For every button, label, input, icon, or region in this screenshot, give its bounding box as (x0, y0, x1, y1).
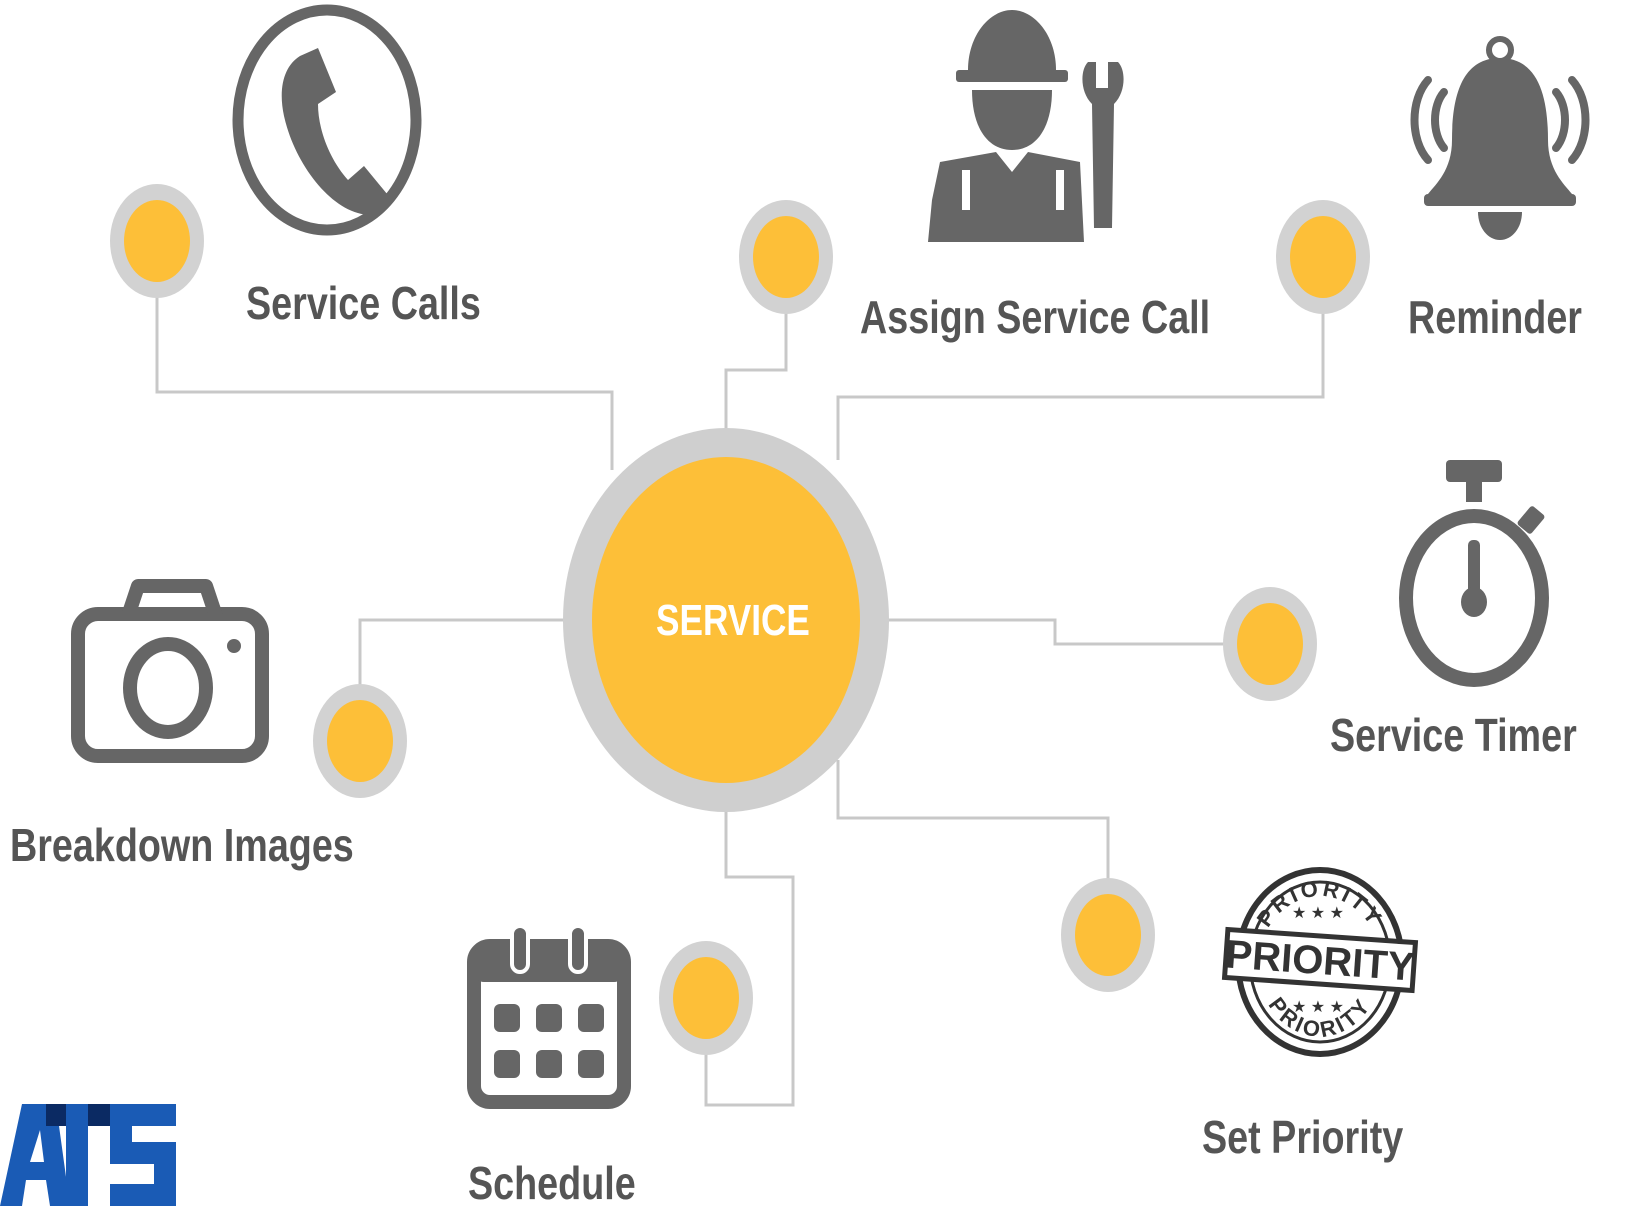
node-reminder (1276, 200, 1370, 314)
connector-assign-service-call (724, 300, 788, 430)
calendar-icon (467, 924, 631, 1109)
phone-icon (232, 4, 422, 236)
node-schedule (659, 941, 753, 1055)
center-node (563, 428, 889, 812)
connector-set-priority (836, 760, 1110, 880)
connectors (155, 285, 1325, 1107)
connector-reminder (836, 300, 1325, 460)
technician-icon (928, 10, 1124, 242)
ats-logo (0, 1104, 176, 1206)
node-service-calls (110, 184, 204, 298)
label-breakdown-images: Breakdown Images (10, 819, 354, 871)
node-assign-service-call (739, 200, 833, 314)
label-service-timer: Service Timer (1330, 709, 1577, 761)
node-breakdown-images (313, 684, 407, 798)
label-set-priority: Set Priority (1202, 1111, 1404, 1163)
label-service-calls: Service Calls (246, 277, 481, 329)
center-label: SERVICE (656, 596, 810, 645)
bell-icon (1410, 36, 1590, 240)
connector-schedule (704, 810, 795, 1107)
label-schedule: Schedule (468, 1157, 636, 1209)
node-set-priority (1061, 878, 1155, 992)
camera-icon (71, 579, 269, 763)
svg-text:★ ★ ★: ★ ★ ★ (1292, 999, 1344, 1016)
connector-service-calls (155, 285, 614, 470)
label-assign-service-call: Assign Service Call (860, 291, 1211, 343)
connector-service-timer (880, 618, 1225, 646)
small-nodes (110, 184, 1370, 1055)
connector-breakdown-images (358, 618, 570, 690)
label-reminder: Reminder (1408, 291, 1582, 343)
svg-text:★ ★ ★: ★ ★ ★ (1292, 905, 1344, 922)
priority-stamp-icon: PRIORITY PRIORITY ★ ★ ★ ★ ★ ★ PRIORITY (1221, 867, 1419, 1057)
node-service-timer (1223, 587, 1317, 701)
stopwatch-icon (1399, 460, 1549, 687)
